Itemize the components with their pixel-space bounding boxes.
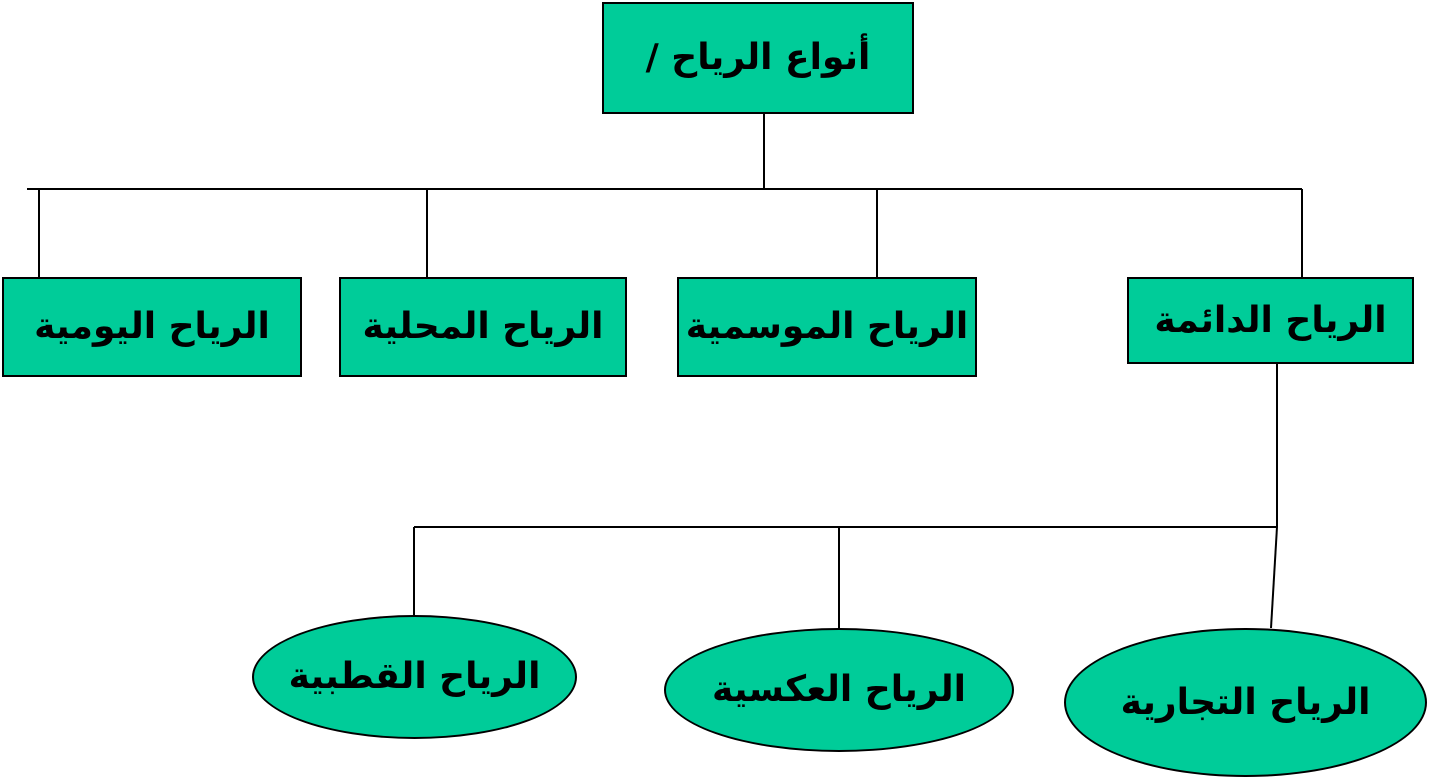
node-polar-winds: الرياح القطبية — [252, 615, 577, 739]
root-node: أنواع الرياح / — [602, 2, 914, 114]
node-local-winds-label: الرياح المحلية — [362, 306, 604, 347]
node-daily-winds-label: الرياح اليومية — [34, 306, 270, 347]
node-polar-winds-label: الرياح القطبية — [288, 656, 541, 697]
node-trade-winds-label: الرياح التجارية — [1120, 681, 1371, 723]
node-permanent-winds: الرياح الدائمة — [1127, 277, 1414, 364]
node-local-winds: الرياح المحلية — [339, 277, 627, 377]
node-seasonal-winds: الرياح الموسمية — [677, 277, 977, 377]
root-label: أنواع الرياح / — [645, 37, 871, 78]
node-trade-winds: الرياح التجارية — [1064, 628, 1427, 777]
node-seasonal-winds-label: الرياح الموسمية — [685, 306, 969, 347]
node-westerly-winds-label: الرياح العكسية — [711, 669, 967, 710]
connector-drop-trade — [1270, 526, 1278, 629]
node-daily-winds: الرياح اليومية — [2, 277, 302, 377]
node-permanent-winds-label: الرياح الدائمة — [1154, 299, 1387, 341]
node-westerly-winds: الرياح العكسية — [664, 628, 1014, 752]
